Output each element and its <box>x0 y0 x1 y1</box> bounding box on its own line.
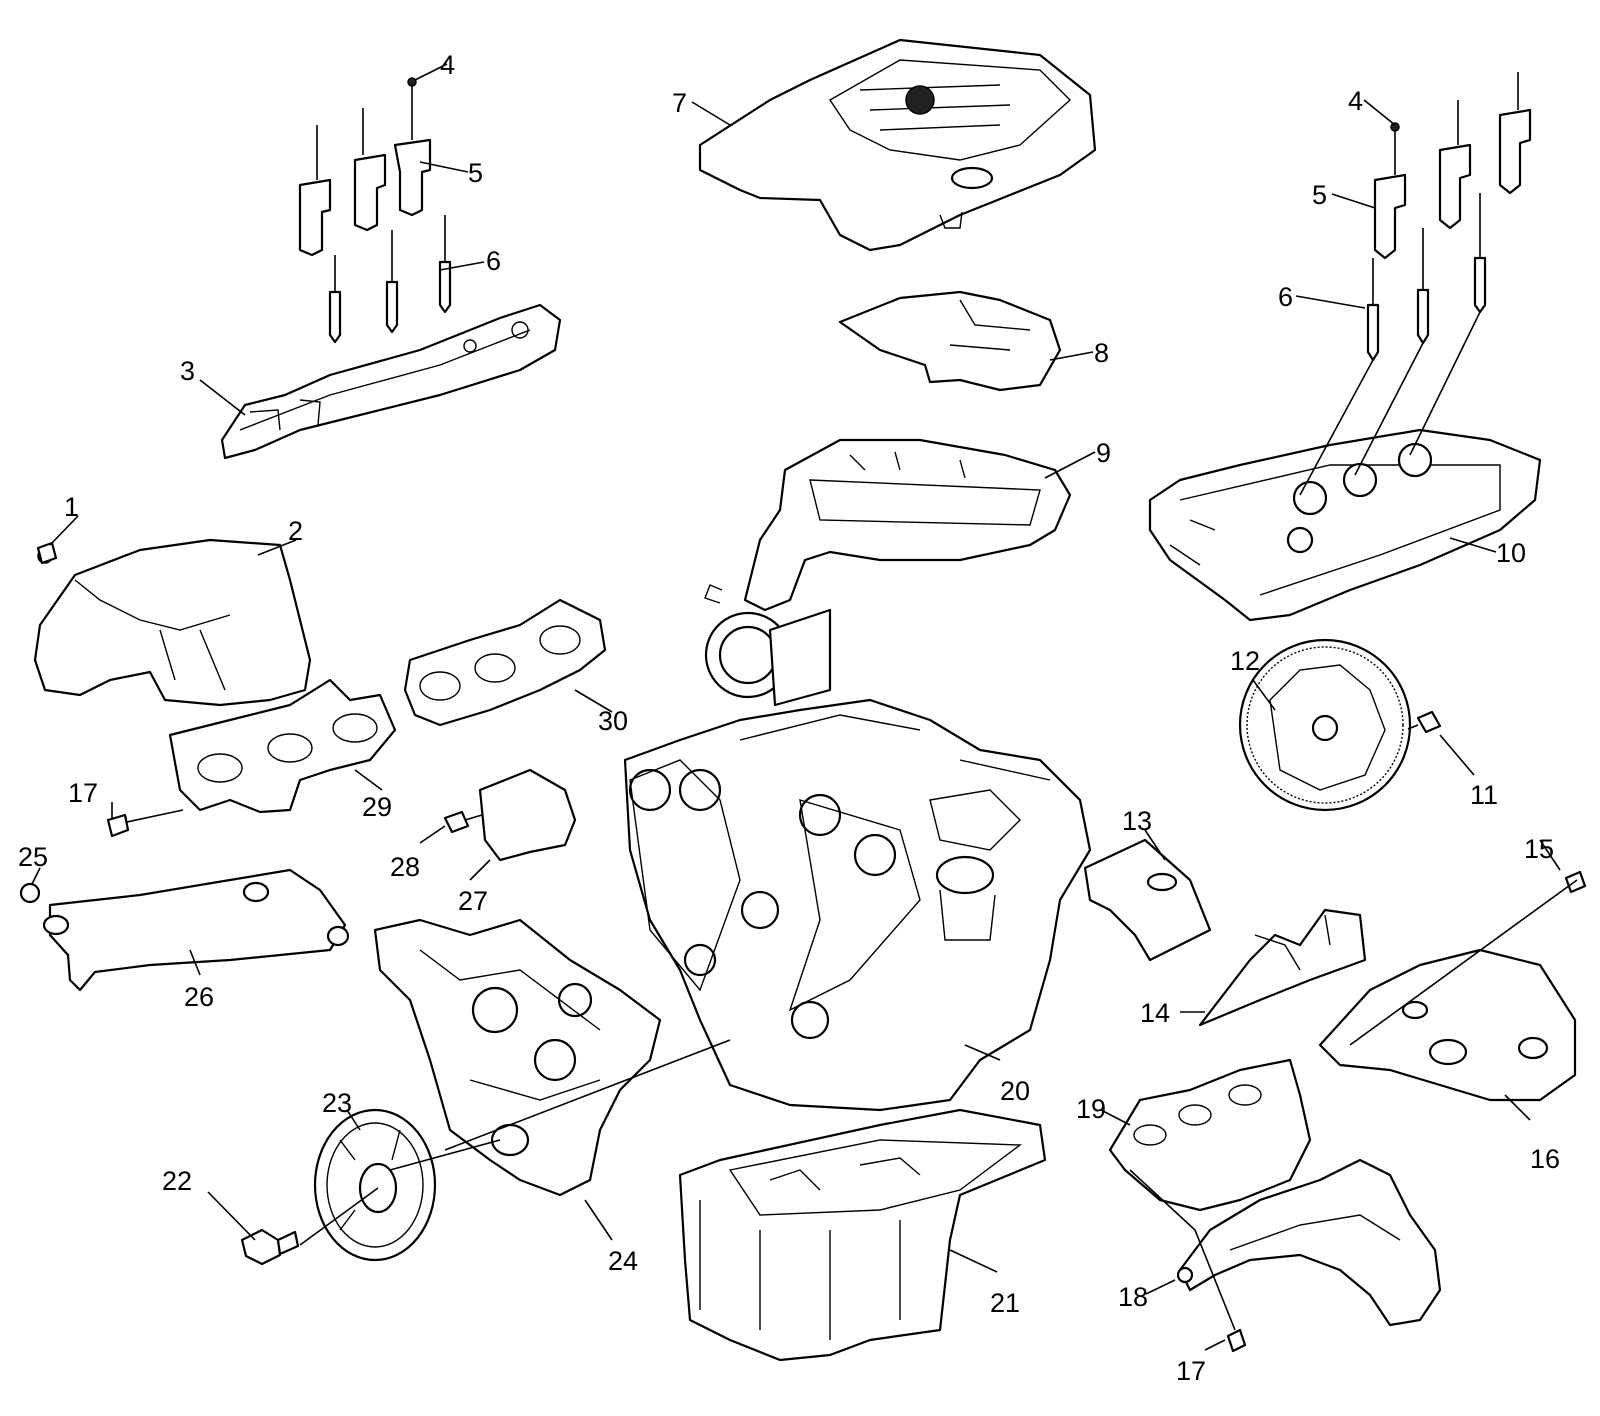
callout-6: 6 <box>486 246 501 276</box>
stud-17-right <box>1226 1328 1247 1353</box>
right-ignition-coils <box>1373 72 1532 260</box>
nut-25 <box>19 882 41 904</box>
callout-labels: 1 2 3 4 5 6 7 8 9 10 4 5 6 11 12 13 14 1… <box>18 50 1560 1386</box>
callout-17-left: 17 <box>68 778 98 808</box>
callout-2: 2 <box>288 516 303 546</box>
heat-shield-bracket <box>1198 908 1367 1027</box>
crankshaft-balancer <box>313 1108 437 1262</box>
callout-26: 26 <box>184 982 214 1012</box>
right-manifold-shield <box>1108 1058 1312 1212</box>
intake-shield-bracket <box>838 290 1062 392</box>
callout-14: 14 <box>1140 998 1170 1028</box>
balancer-bolt <box>240 1228 300 1266</box>
callout-4-right: 4 <box>1348 86 1363 116</box>
left-exhaust-heat-shield <box>33 538 312 707</box>
left-spark-plugs <box>328 215 452 344</box>
callout-21: 21 <box>990 1288 1020 1318</box>
callout-16: 16 <box>1530 1144 1560 1174</box>
callout-23: 23 <box>322 1088 352 1118</box>
callout-12: 12 <box>1230 646 1260 676</box>
left-ignition-coils <box>298 85 432 257</box>
callout-15: 15 <box>1524 834 1554 864</box>
left-exhaust-manifold <box>168 678 397 814</box>
timing-chain-cover <box>373 918 662 1197</box>
callout-9: 9 <box>1096 438 1111 468</box>
bolt-28 <box>443 810 483 834</box>
right-spark-plugs <box>1299 193 1487 496</box>
leader-lines <box>31 63 1578 1351</box>
callout-28: 28 <box>390 852 420 882</box>
callout-18: 18 <box>1118 1282 1148 1312</box>
coil-bolts-4 <box>407 77 1400 132</box>
callout-3: 3 <box>180 356 195 386</box>
shield-plate <box>478 768 577 862</box>
flexplate-bolt <box>1407 710 1442 734</box>
engine-mount-plate <box>1083 838 1212 962</box>
callout-10: 10 <box>1496 538 1526 568</box>
flexplate <box>1238 638 1412 812</box>
engine-cover <box>698 38 1097 252</box>
callout-17-right: 17 <box>1176 1356 1206 1386</box>
callout-6-right: 6 <box>1278 282 1293 312</box>
callout-1: 1 <box>64 492 79 522</box>
engine-block-assembly <box>623 698 1092 1112</box>
right-valve-cover <box>1148 428 1542 622</box>
oil-pan <box>678 1108 1047 1362</box>
callout-8: 8 <box>1094 338 1109 368</box>
exhaust-manifold-gasket <box>403 598 607 727</box>
callout-5-right: 5 <box>1312 180 1327 210</box>
callout-20: 20 <box>1000 1076 1030 1106</box>
intake-manifold <box>704 438 1072 707</box>
callout-5: 5 <box>468 158 483 188</box>
callout-27: 27 <box>458 886 488 916</box>
stud-17-left <box>106 809 184 838</box>
callout-29: 29 <box>362 792 392 822</box>
callout-30: 30 <box>598 706 628 736</box>
callout-24: 24 <box>608 1246 638 1276</box>
right-exhaust-heat-shield <box>1318 948 1577 1102</box>
callout-11: 11 <box>1470 780 1498 810</box>
right-exhaust-manifold <box>1176 1158 1442 1327</box>
callout-13: 13 <box>1122 806 1152 836</box>
left-valve-cover <box>220 303 562 460</box>
lower-exhaust-shield <box>42 868 350 992</box>
callout-4: 4 <box>440 50 455 80</box>
bolt-1 <box>36 541 58 565</box>
callout-19: 19 <box>1076 1094 1106 1124</box>
callout-7: 7 <box>672 88 687 118</box>
callout-22: 22 <box>162 1166 192 1196</box>
callout-25: 25 <box>18 842 48 872</box>
